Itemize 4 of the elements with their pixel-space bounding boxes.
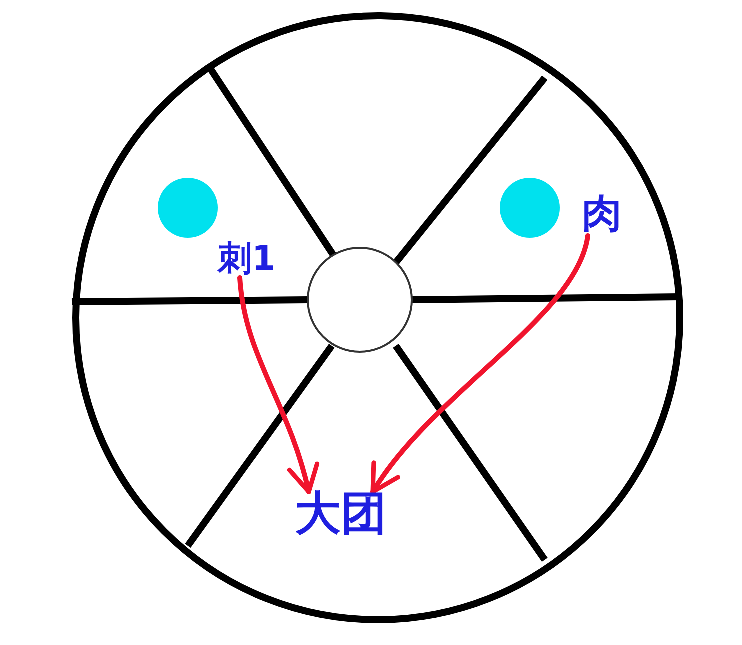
- arrow: [370, 234, 590, 494]
- text-label: 刺1: [218, 242, 276, 276]
- text-label: 大团: [295, 490, 387, 536]
- text-label: 肉: [582, 194, 622, 234]
